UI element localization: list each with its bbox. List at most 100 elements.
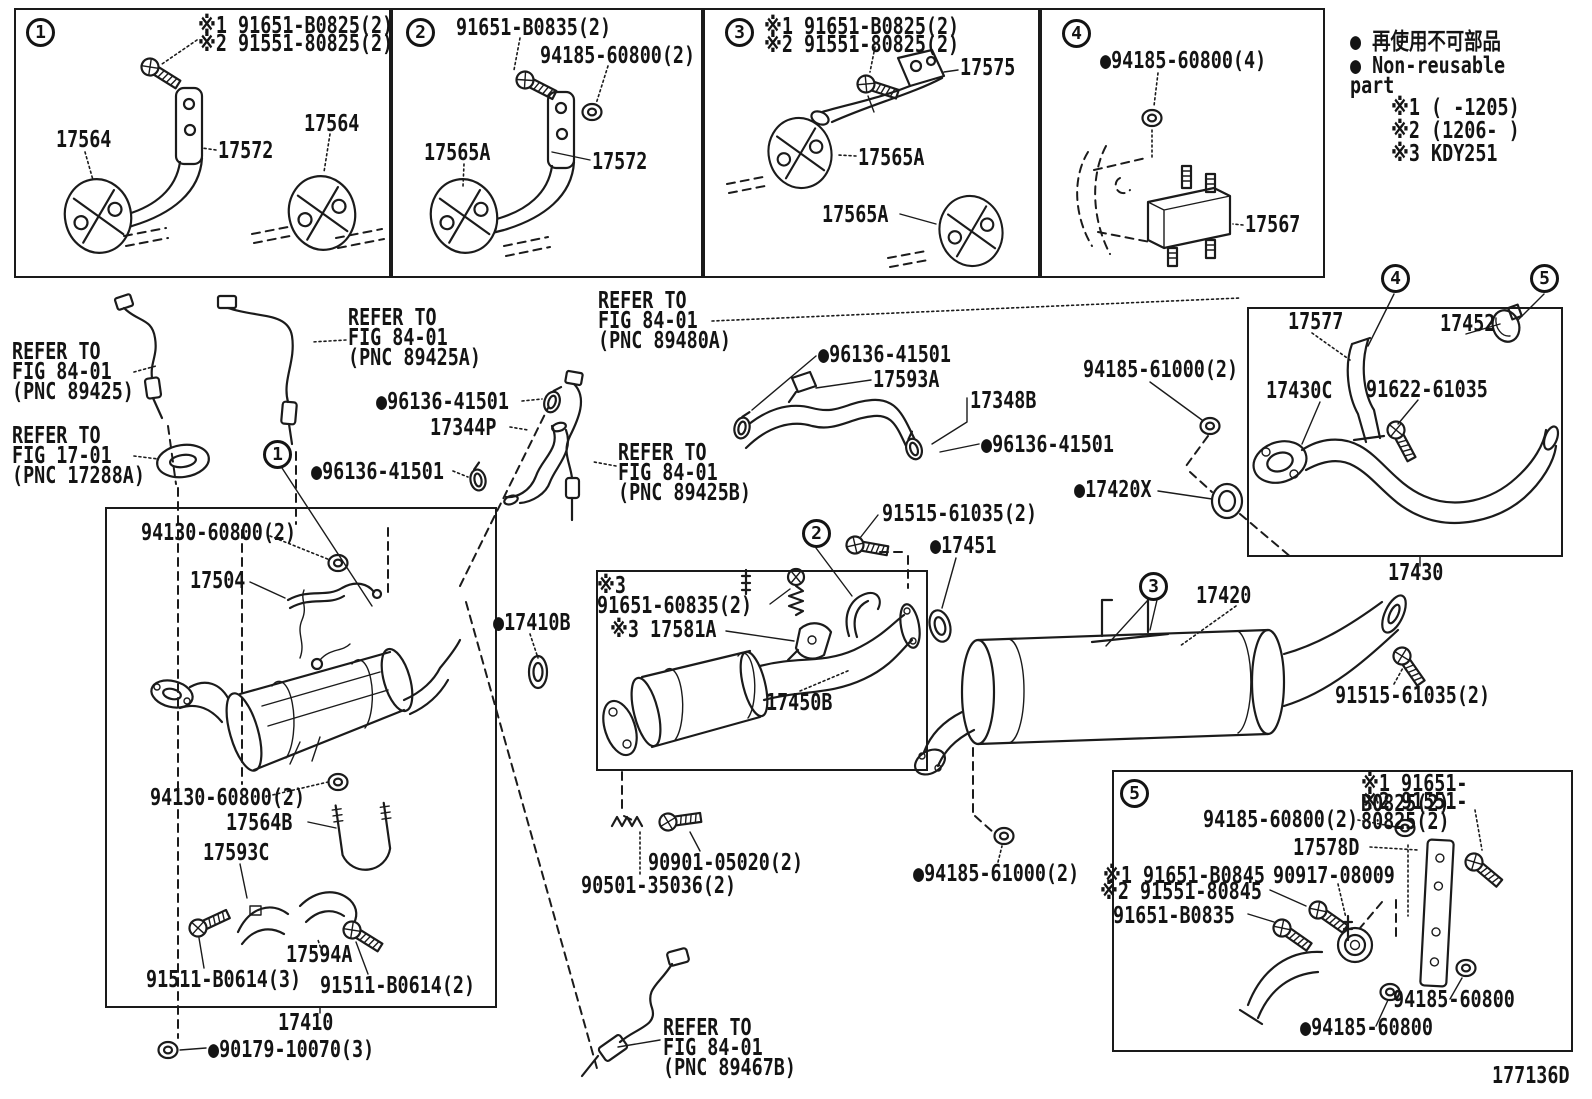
callout-17578d: 17578D — [1293, 835, 1360, 861]
callout-b5-note1: ※1 91651-B0825(2) — [1361, 771, 1468, 817]
balloon-panel1: 1 — [26, 18, 55, 47]
callout-91515-left: 91515-61035(2) — [882, 501, 1038, 527]
dashed-lines — [167, 407, 1293, 1073]
legend-note-3: ※3 KDY251 — [1391, 141, 1498, 167]
callout-96136-2: ●96136-41501 — [376, 389, 509, 415]
callout-p1-note2: ※2 91551-80825(2) — [198, 31, 394, 57]
legend-note-2: ※2 (1206- ) — [1391, 118, 1520, 144]
panel3-art — [726, 48, 1011, 273]
callout-17575: 17575 — [960, 55, 1016, 81]
callout-refer-89425: REFER TO FIG 84-01 (PNC 89425) — [12, 339, 134, 405]
callout-90501-35036: 90501-35036(2) — [581, 873, 737, 899]
callout-p3-note2: ※2 91551-80825(2) — [764, 32, 960, 58]
balloon-panel4: 4 — [1062, 19, 1091, 48]
legend-note-1: ※1 ( -1205) — [1391, 95, 1520, 121]
panel2-art — [422, 67, 603, 261]
callout-b5-94185-60800-2: 94185-60800(2) — [1203, 807, 1359, 833]
callout-90917-08009: 90917-08009 — [1273, 863, 1395, 889]
callout-94185-60800-p2: 94185-60800(2) — [540, 43, 696, 69]
callout-refer-89425b: REFER TO FIG 84-01 (PNC 89425B) — [618, 440, 751, 506]
callout-17430c: 17430C — [1266, 378, 1333, 404]
panel4-box — [1040, 8, 1325, 278]
callout-91511-b0614-3: 91511-B0614(3) — [146, 967, 302, 993]
center-pipe-box — [596, 570, 928, 771]
callout-17344p: 17344P — [430, 415, 497, 441]
pipe-17348b-art — [466, 370, 926, 493]
balloon-main-2: 2 — [802, 519, 831, 548]
legend-nonreusable-en: ● Non-reusable part — [1350, 53, 1506, 99]
balloon-main-3: 3 — [1139, 572, 1168, 601]
front-pipe-17430-art — [1199, 303, 1560, 524]
callout-17348b: 17348B — [970, 388, 1037, 414]
balloon-frontpipe-4: 4 — [1381, 264, 1410, 293]
callout-17410b: ●17410B — [493, 610, 571, 636]
callout-91515-right: 91515-61035(2) — [1335, 683, 1491, 709]
callout-refer-17288a: REFER TO FIG 17-01 (PNC 17288A) — [12, 423, 145, 489]
callout-17564-right: 17564 — [304, 111, 360, 137]
balloon-frontpipe-5: 5 — [1530, 264, 1559, 293]
callout-17565a-1: 17565A — [858, 145, 925, 171]
callout-b5-94185-60800-right: 94185-60800 — [1393, 987, 1515, 1013]
callout-96136-4: ●96136-41501 — [981, 432, 1114, 458]
callout-p3-note1: ※1 91651-B0825(2) — [764, 14, 960, 40]
figure-code: 177136D — [1492, 1063, 1570, 1089]
tail-bracket-box — [1112, 770, 1573, 1052]
callout-b5-note2: ※2 91551-80825(2) — [1361, 789, 1468, 835]
legend-nonreusable-jp: ● 再使用不可部品 — [1350, 29, 1501, 55]
callout-refer-89480a: REFER TO FIG 84-01 (PNC 89480A) — [598, 288, 731, 354]
callout-17420: 17420 — [1196, 583, 1252, 609]
callout-17504: 17504 — [190, 568, 246, 594]
callout-17410: 17410 — [278, 1010, 334, 1036]
balloon-main-1: 1 — [263, 440, 292, 469]
callout-b5-94185-60800-bottom: ●94185-60800 — [1300, 1015, 1433, 1041]
callout-94130-bottom: 94130-60800(2) — [150, 785, 306, 811]
callout-91651-b0835: 91651-B0835(2) — [456, 15, 612, 41]
callout-17593a: 17593A — [873, 367, 940, 393]
callout-17565a-p2: 17565A — [424, 140, 491, 166]
oxygen-sensor-illustrations — [113, 293, 690, 1078]
callout-17572-p2: 17572 — [592, 149, 648, 175]
callout-91511-b0614-2: 91511-B0614(2) — [320, 973, 476, 999]
gasket-17288a-art — [156, 443, 210, 479]
callout-94130-top: 94130-60800(2) — [141, 520, 297, 546]
callout-refer-89425a: REFER TO FIG 84-01 (PNC 89425A) — [348, 305, 481, 371]
callout-91622-61035: 91622-61035 — [1366, 377, 1488, 403]
callout-17565a-2: 17565A — [822, 202, 889, 228]
leader-lines — [84, 37, 1545, 1051]
callout-17593c: 17593C — [203, 840, 270, 866]
callout-17572-p1: 17572 — [218, 138, 274, 164]
callout-90179-10070: ●90179-10070(3) — [208, 1037, 375, 1063]
hose-17344p-art — [503, 421, 569, 506]
converter-17410-art — [150, 553, 462, 1060]
balloon-box5: 5 — [1120, 779, 1149, 808]
callout-p1-note1: ※1 91651-B0825(2) — [198, 13, 394, 39]
balloon-panel3: 3 — [725, 18, 754, 47]
panel1-art — [56, 54, 385, 261]
callout-91651-b0835-b5: 91651-B0835 — [1113, 903, 1235, 929]
callout-17430: 17430 — [1388, 560, 1444, 586]
tail-bracket-art — [1238, 818, 1506, 1026]
callout-96136-3: ●96136-41501 — [311, 459, 444, 485]
callout-17451: ●17451 — [930, 533, 997, 559]
balloon-panel2: 2 — [406, 18, 435, 47]
callout-17581a: ※3 17581A — [610, 617, 717, 643]
converter-box — [105, 507, 497, 1008]
panel1-box — [14, 8, 391, 278]
front-pipe-box — [1247, 307, 1563, 557]
callout-17450b: 17450B — [766, 690, 833, 716]
callout-refer-89467b: REFER TO FIG 84-01 (PNC 89467B) — [663, 1015, 796, 1081]
callout-17452: 17452 — [1440, 311, 1496, 337]
callout-90901-05020: 90901-05020(2) — [648, 850, 804, 876]
callout-17564b: 17564B — [226, 810, 293, 836]
callout-94185-61000-top: 94185-61000(2) — [1083, 357, 1239, 383]
center-pipe-17450b-art — [527, 534, 952, 757]
callout-b5-note4: ※2 91551-80845 — [1100, 879, 1262, 905]
callout-b5-note3: ※1 91651-B0845 — [1103, 863, 1265, 889]
panel4-art — [1076, 108, 1232, 268]
callout-91651-60835: ※3 91651-60835(2) — [597, 573, 753, 619]
panel2-box — [391, 8, 703, 278]
callout-17594a: 17594A — [286, 942, 353, 968]
callout-17564-left: 17564 — [56, 127, 112, 153]
spring-bolt-art — [610, 807, 1015, 846]
